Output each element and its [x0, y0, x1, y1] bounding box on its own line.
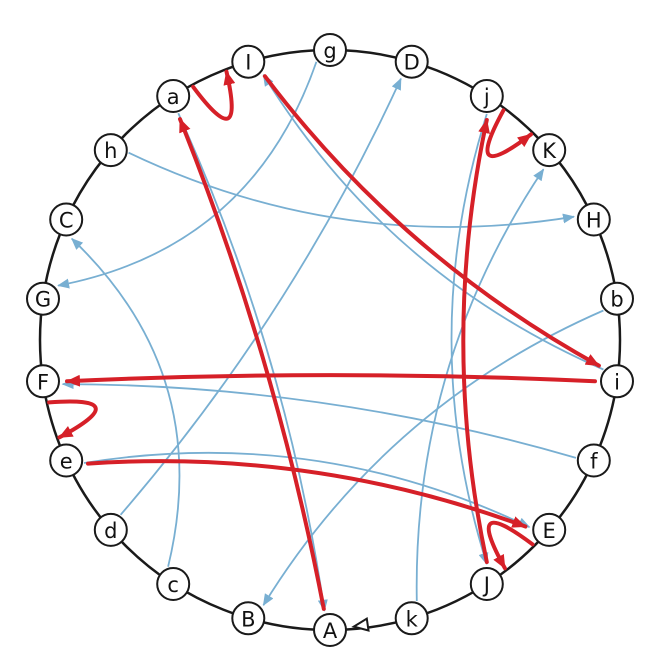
node-C-label: C	[59, 209, 74, 233]
node-I: I	[231, 44, 266, 79]
node-A-circle	[313, 613, 347, 647]
node-D-circle	[394, 44, 429, 79]
chord-j-J	[450, 113, 489, 565]
chords-layer	[57, 61, 604, 612]
chord-i-I	[262, 73, 604, 371]
node-i-label: i	[614, 370, 620, 394]
node-g: g	[313, 33, 347, 67]
path-step-a-I	[191, 69, 236, 121]
node-e-circle	[49, 443, 84, 478]
chord-c-C	[71, 238, 181, 567]
node-f-label: f	[590, 450, 598, 474]
node-h-label: h	[104, 139, 117, 163]
node-j-label: j	[483, 85, 490, 109]
path-step-F-e	[47, 399, 98, 440]
node-K-circle	[532, 133, 567, 168]
node-c: c	[156, 567, 191, 601]
node-B-label: B	[241, 607, 255, 631]
path-step-I-i	[262, 74, 601, 368]
node-c-circle	[156, 567, 191, 601]
node-J: J	[469, 567, 504, 601]
chord-d-D	[119, 77, 402, 516]
node-F: F	[26, 364, 60, 399]
path-step-A-a	[178, 117, 326, 611]
node-K-label: K	[542, 139, 557, 163]
node-G-label: G	[35, 288, 51, 312]
node-I-circle	[231, 44, 266, 79]
node-B: B	[231, 601, 266, 636]
path-step-E-J	[486, 520, 535, 571]
node-F-circle	[26, 364, 60, 399]
arrow-k-to-A	[351, 617, 370, 632]
node-k-circle	[394, 601, 429, 636]
node-A: A	[313, 613, 347, 647]
node-a-label: a	[167, 85, 180, 109]
node-g-circle	[313, 33, 347, 67]
path-step-J-j	[461, 118, 490, 564]
node-C: C	[49, 202, 84, 237]
node-C-circle	[49, 202, 84, 237]
red-path-layer	[47, 69, 601, 611]
node-e-label: e	[60, 450, 73, 474]
node-e: e	[49, 443, 84, 478]
node-H-label: H	[586, 209, 602, 233]
node-k: k	[394, 601, 429, 636]
chord-b-B	[262, 309, 604, 607]
node-E-circle	[532, 512, 567, 547]
node-i-circle	[600, 364, 634, 399]
node-E-label: E	[543, 519, 556, 543]
node-I-label: I	[245, 51, 251, 75]
node-H-circle	[576, 202, 611, 237]
node-D-label: D	[404, 51, 420, 75]
node-k-label: k	[406, 607, 419, 631]
node-E: E	[532, 512, 567, 547]
node-d-circle	[93, 512, 128, 547]
node-i: i	[600, 364, 634, 399]
node-j-circle	[469, 79, 504, 113]
node-d-label: d	[104, 519, 117, 543]
node-f: f	[576, 443, 611, 478]
node-b-circle	[600, 281, 634, 316]
chord-f-F	[61, 379, 577, 459]
node-b-label: b	[610, 288, 623, 312]
node-B-circle	[231, 601, 266, 636]
path-step-j-K	[485, 108, 533, 159]
node-g-label: g	[323, 39, 336, 63]
node-h-circle	[93, 133, 128, 168]
node-D: D	[394, 44, 429, 79]
node-b: b	[600, 281, 634, 316]
node-a: a	[156, 79, 191, 113]
node-c-label: c	[167, 573, 179, 597]
path-step-i-F	[65, 373, 597, 387]
node-a-circle	[156, 79, 191, 113]
node-A-label: A	[323, 619, 338, 643]
node-G-circle	[26, 281, 60, 316]
chord-a-A	[177, 112, 328, 612]
node-d: d	[93, 512, 128, 547]
node-F-label: F	[37, 370, 49, 394]
node-f-circle	[576, 443, 611, 478]
node-J-label: J	[482, 573, 490, 597]
chord-h-H	[128, 151, 575, 228]
node-H: H	[576, 202, 611, 237]
node-j: j	[469, 79, 504, 113]
chord-e-E	[83, 451, 531, 528]
node-K: K	[532, 133, 567, 168]
node-G: G	[26, 281, 60, 316]
path-step-e-E	[86, 459, 528, 529]
node-h: h	[93, 133, 128, 168]
node-J-circle	[469, 567, 504, 601]
